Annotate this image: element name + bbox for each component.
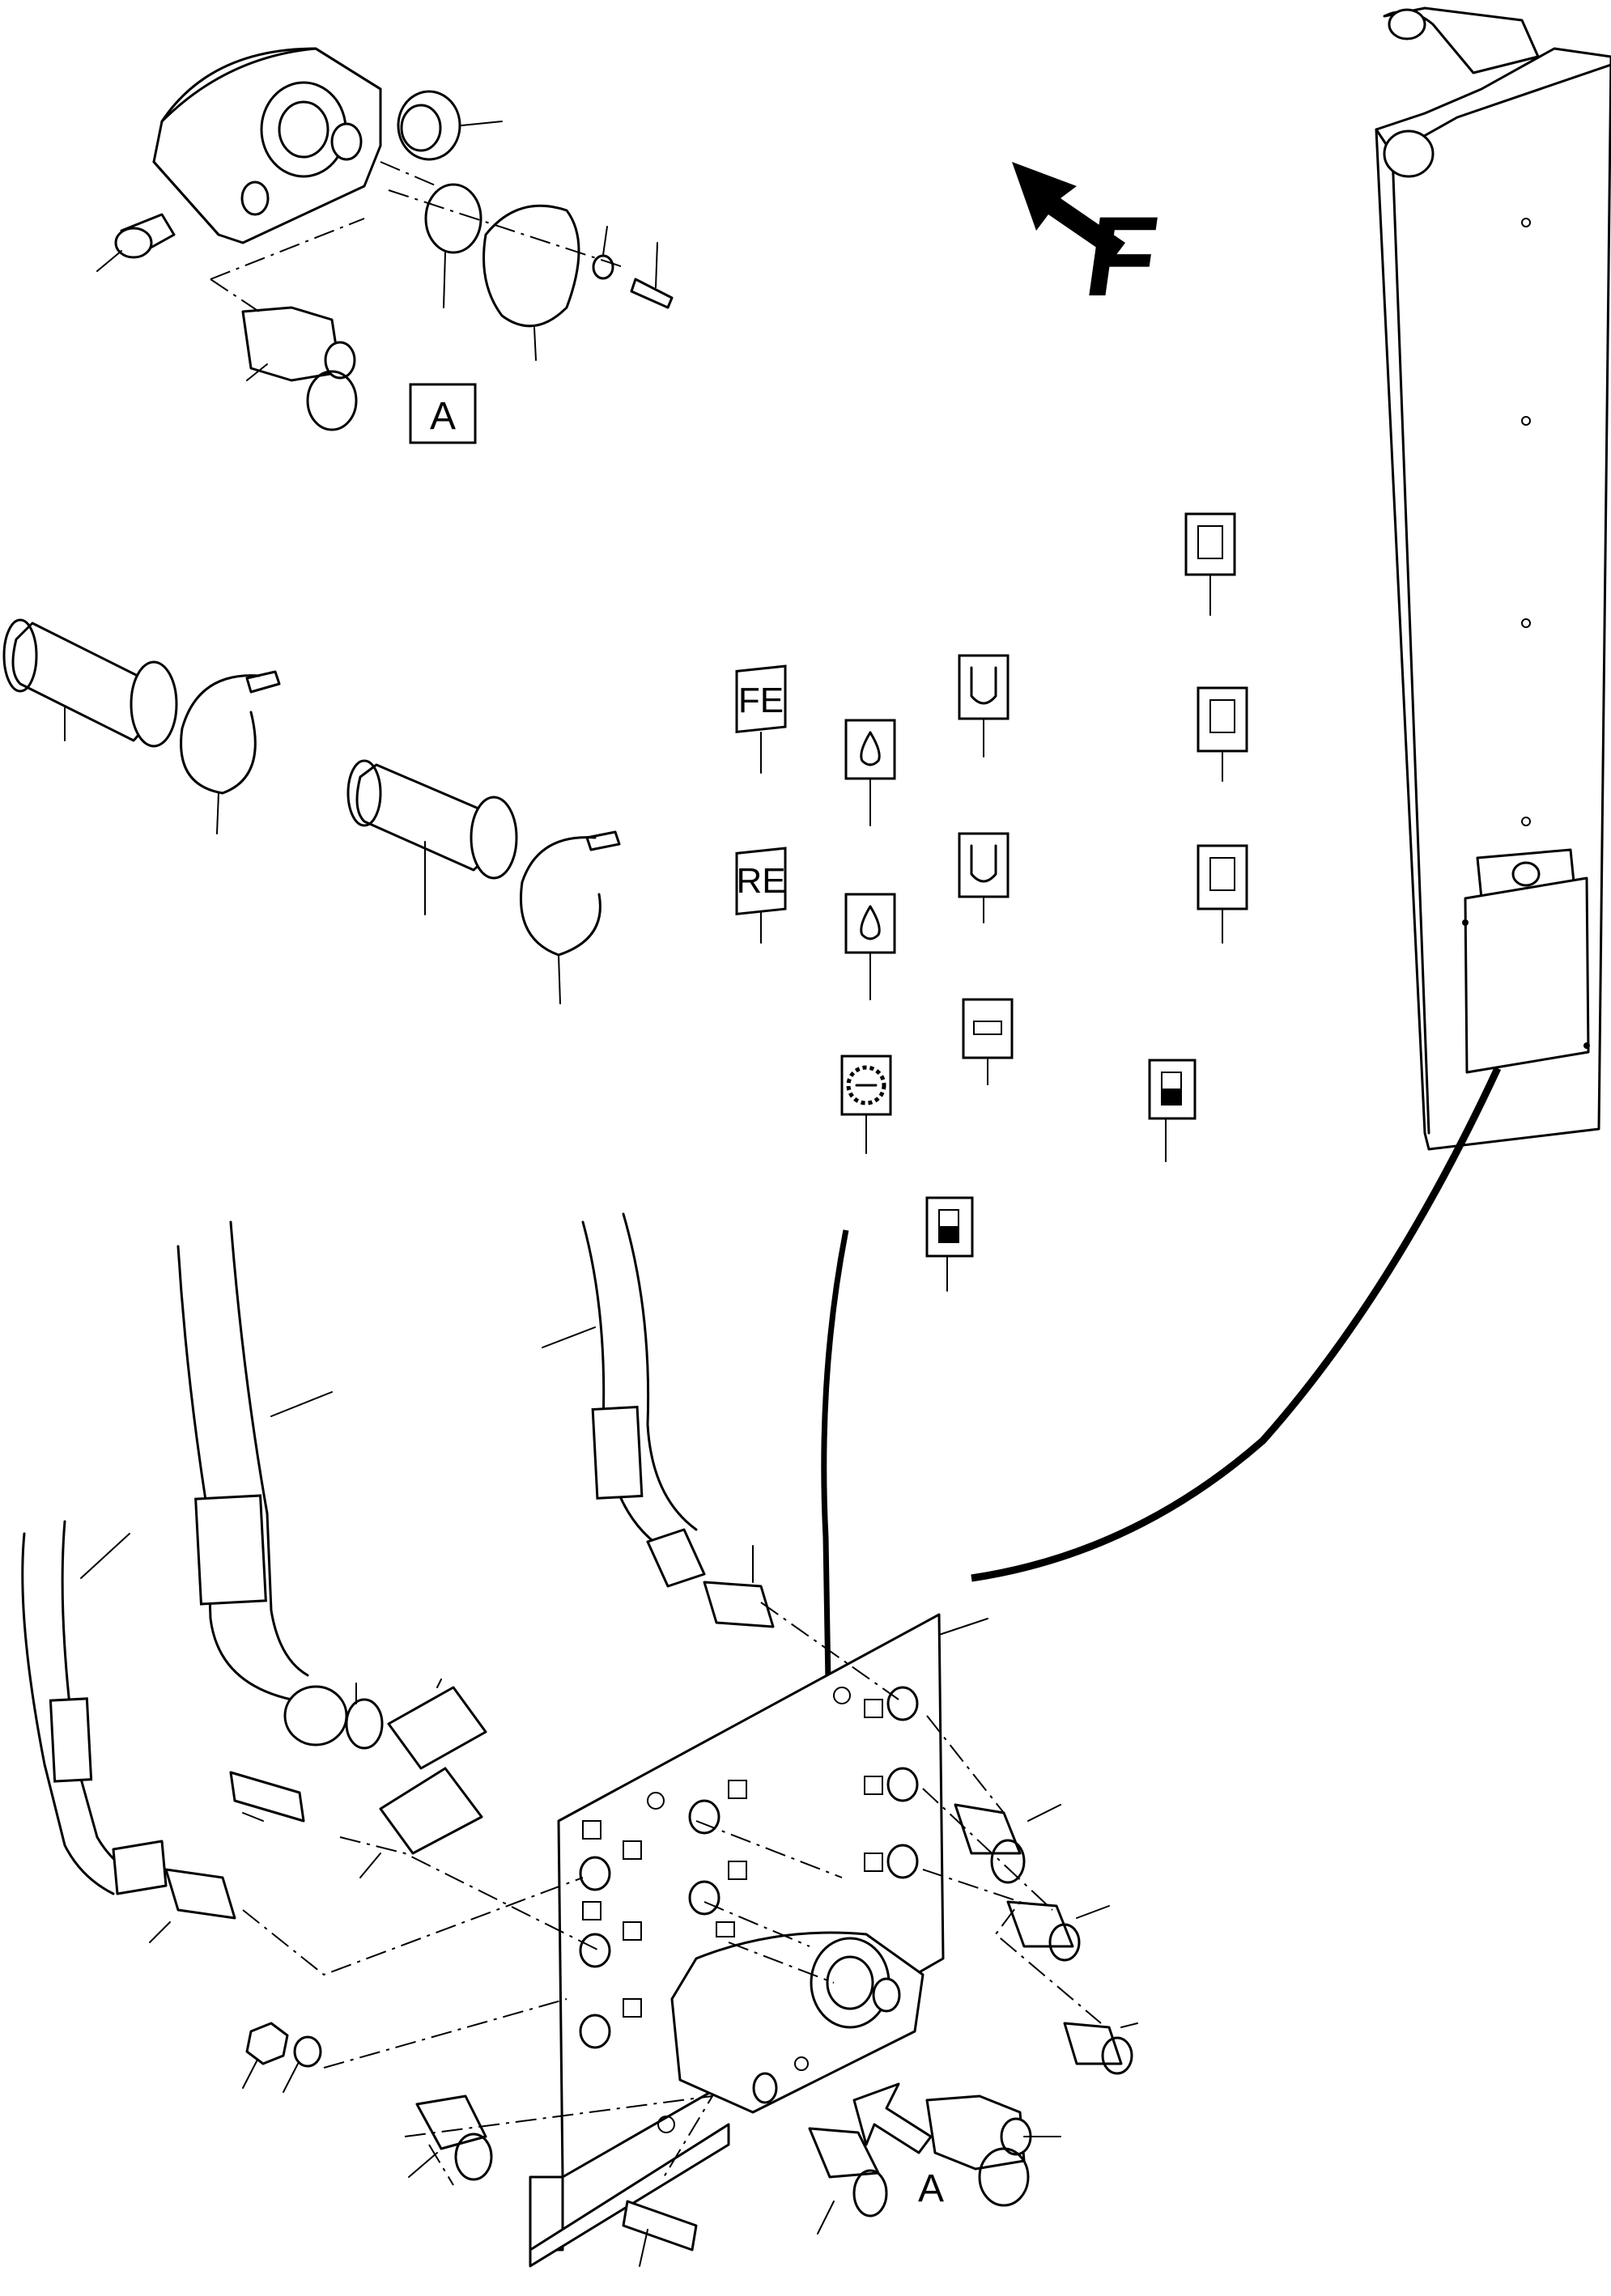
direction-f-label: F (1078, 193, 1165, 320)
washer-bolt-top (592, 226, 674, 309)
coupling-lower-right-1 (954, 1803, 1061, 1884)
decal-filter-2 (1197, 686, 1248, 782)
sleeve-2 (346, 759, 518, 915)
hose-right (542, 1212, 775, 1628)
manifold-block-bottom (670, 1931, 925, 2114)
decal-oil-drop-2 (844, 893, 896, 1000)
clamp-band-2 (520, 830, 621, 1004)
decal-oil-drop-1 (844, 719, 896, 826)
curve-arm-to-panel (971, 1067, 1502, 1582)
clamp-band-1 (180, 670, 281, 834)
decal-coolant-2 (958, 832, 1010, 923)
mounting-panel (529, 1613, 988, 2268)
sleeve-1 (2, 618, 178, 748)
decal-filter-3 (1197, 844, 1248, 944)
nut-washer-bottom (242, 2022, 322, 2093)
leader-dash-top (210, 161, 624, 312)
decal-coolant-1 (958, 654, 1010, 758)
quick-coupling-top (241, 306, 358, 431)
decal-fe-text: FE (738, 681, 784, 720)
assembly-dash-lines (242, 1602, 1102, 2186)
decal-battery (962, 998, 1014, 1085)
hose-left (21, 1520, 236, 1943)
view-arrow-a: A (852, 2082, 944, 2210)
hose-middle (176, 1220, 487, 1878)
decal-fuel-2 (925, 1196, 974, 1292)
coupling-lower-right-2 (1006, 1900, 1110, 1962)
decal-re: RE (735, 847, 787, 944)
callout-box-a: A (409, 383, 477, 444)
decal-re-text: RE (736, 861, 785, 901)
coupling-bottom-center (808, 2127, 888, 2234)
plug-top (397, 90, 503, 161)
direction-arrow-f: F (1012, 162, 1165, 320)
callout-a-label: A (430, 395, 456, 438)
cover-plate-top (482, 204, 580, 361)
plug-left (96, 213, 176, 272)
decal-fe: FE (735, 664, 787, 774)
bolt-bottom (622, 2200, 698, 2267)
decal-filter-1 (1184, 512, 1236, 616)
decal-gear (840, 1055, 892, 1154)
curve-decals-to-panel (821, 1229, 849, 1781)
quick-coupling-bottom (925, 2094, 1061, 2207)
manifold-block-top (152, 47, 382, 244)
arrow-a-label: A (918, 2167, 944, 2210)
o-ring-top (424, 183, 482, 308)
coupling-lower-right-3 (1063, 2022, 1138, 2075)
coupling-bottom-left (408, 2094, 493, 2181)
decal-fuel-1 (1148, 1059, 1197, 1162)
boom-arm (1375, 6, 1611, 1151)
